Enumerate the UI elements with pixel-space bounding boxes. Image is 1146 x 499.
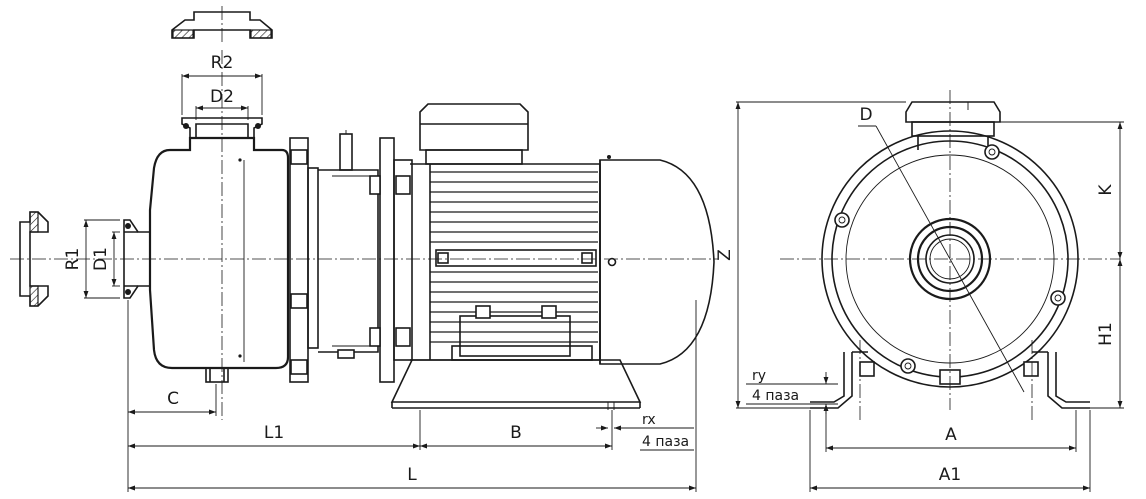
dim-r2: R2 bbox=[182, 53, 262, 79]
dim-c: C bbox=[127, 389, 216, 415]
side-view: R2 D2 R1 D1 C L1 B rx bbox=[10, 6, 718, 492]
dim-r1: R1 bbox=[63, 220, 89, 298]
label-d: D bbox=[859, 105, 872, 125]
bracket-adapter bbox=[318, 130, 379, 359]
dim-a: A bbox=[826, 425, 1076, 451]
dim-h1: H1 bbox=[1096, 259, 1123, 408]
pump-casing bbox=[123, 117, 290, 383]
dim-b: B bbox=[420, 423, 612, 449]
label-l1: L1 bbox=[264, 423, 284, 443]
dim-l1: L1 bbox=[127, 423, 420, 449]
label-slots-bottom: 4 паза bbox=[642, 434, 689, 450]
label-slots-side: 4 паза bbox=[752, 388, 799, 404]
label-r2: R2 bbox=[211, 53, 234, 73]
label-ry: ry bbox=[752, 368, 766, 384]
front-bolts bbox=[834, 144, 1066, 374]
dim-d2: D2 bbox=[196, 87, 248, 111]
label-rx: rx bbox=[642, 412, 656, 428]
label-a: A bbox=[945, 425, 957, 445]
label-r1: R1 bbox=[63, 248, 83, 271]
dim-ry: ry 4 паза bbox=[746, 368, 838, 414]
motor-body bbox=[390, 103, 715, 410]
casing-flange bbox=[289, 137, 319, 383]
label-d1: D1 bbox=[91, 247, 111, 271]
label-z: Z bbox=[715, 249, 735, 261]
label-l: L bbox=[407, 465, 417, 485]
left-fitting-detail bbox=[19, 211, 49, 307]
front-view: D Z K H1 ry 4 паза bbox=[715, 90, 1124, 492]
label-h1: H1 bbox=[1096, 322, 1116, 346]
dim-a1: A1 bbox=[810, 465, 1090, 491]
label-b: B bbox=[510, 423, 522, 443]
label-k: K bbox=[1096, 184, 1116, 196]
dim-l: L bbox=[127, 465, 696, 491]
label-d2: D2 bbox=[210, 87, 234, 107]
label-c: C bbox=[167, 389, 179, 409]
dim-d1: D1 bbox=[91, 232, 117, 286]
motor-flange bbox=[369, 137, 413, 383]
top-fitting-detail bbox=[171, 6, 273, 44]
label-a1: A1 bbox=[939, 465, 961, 485]
dim-rx: rx 4 паза bbox=[596, 412, 694, 451]
dim-k: K bbox=[1096, 121, 1123, 259]
d-leader bbox=[875, 125, 1025, 393]
dim-z: Z bbox=[715, 102, 741, 408]
